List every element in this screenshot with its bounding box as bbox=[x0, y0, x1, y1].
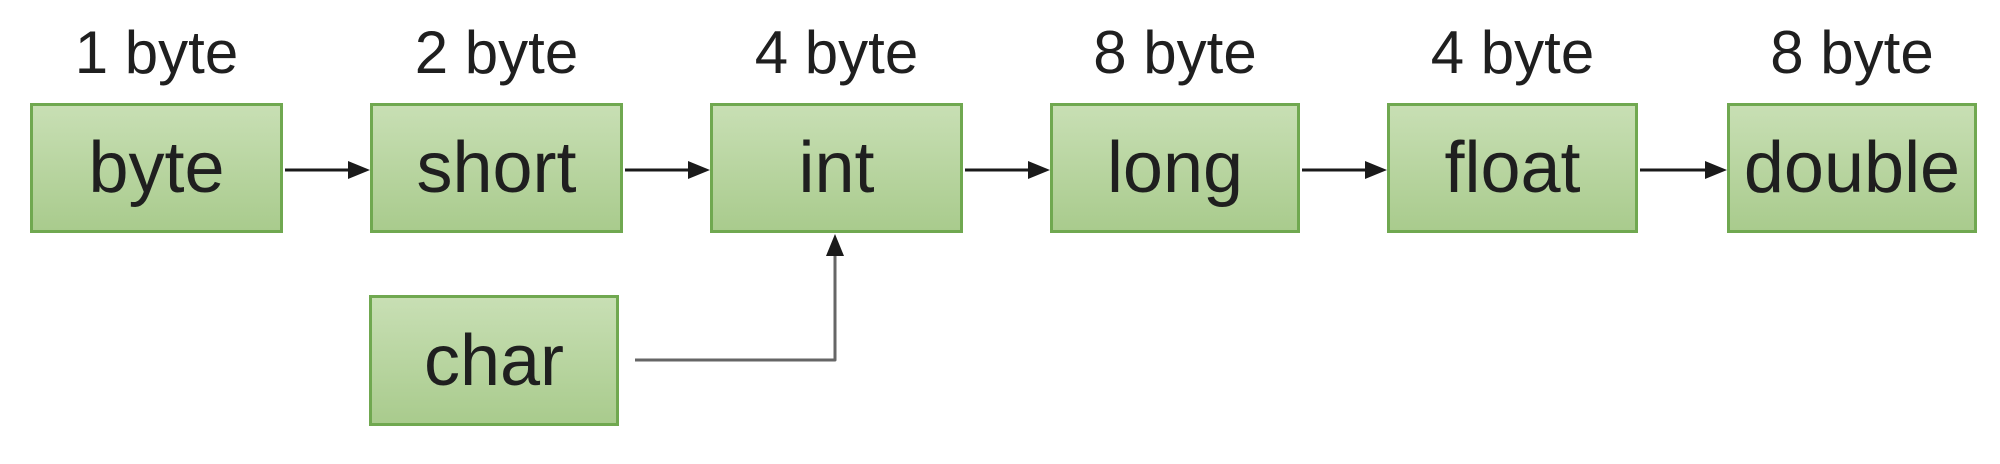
size-label-double: 8 byte bbox=[1770, 19, 1934, 86]
type-box-int: int bbox=[710, 103, 963, 233]
type-box-float: float bbox=[1387, 103, 1638, 233]
size-label-byte: 1 byte bbox=[74, 19, 239, 86]
arrow-byte-to-short bbox=[285, 161, 370, 179]
type-box-long: long bbox=[1050, 103, 1300, 233]
type-box-short: short bbox=[370, 103, 623, 233]
size-label-int: 4 byte bbox=[754, 19, 919, 86]
connector-char-to-int bbox=[635, 234, 844, 362]
type-box-byte: byte bbox=[30, 103, 283, 233]
type-box-double: double bbox=[1727, 103, 1977, 233]
arrow-short-to-int bbox=[625, 161, 710, 179]
arrow-float-to-double bbox=[1640, 161, 1727, 179]
arrow-long-to-float bbox=[1302, 161, 1387, 179]
arrow-int-to-long bbox=[965, 161, 1050, 179]
size-label-float: 4 byte bbox=[1430, 19, 1595, 86]
size-label-short: 2 byte bbox=[414, 19, 579, 86]
type-box-char: char bbox=[369, 295, 619, 426]
size-label-long: 8 byte bbox=[1093, 19, 1257, 86]
